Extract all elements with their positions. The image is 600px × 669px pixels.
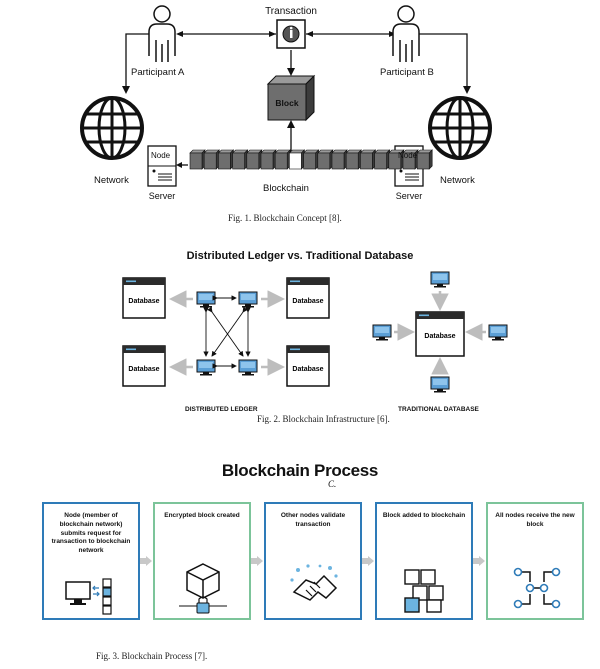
step-text: Other nodes validate transaction bbox=[280, 512, 346, 528]
chain-block bbox=[402, 149, 419, 170]
chain-block bbox=[217, 149, 235, 170]
step-text: Node (member of blockchain network) subm… bbox=[51, 512, 131, 555]
section-marker: C. bbox=[328, 479, 337, 489]
database-label: Database bbox=[292, 366, 323, 373]
chain-block bbox=[416, 149, 433, 170]
chain-block bbox=[274, 149, 291, 170]
step-arrow-icon bbox=[251, 556, 263, 566]
process-step-3: Other nodes validate transaction bbox=[264, 502, 362, 620]
network-globe-left-icon bbox=[80, 96, 144, 160]
fig3-title: Blockchain Process bbox=[221, 461, 379, 480]
chain-block bbox=[260, 149, 277, 170]
step-arrow-icon bbox=[362, 556, 374, 566]
blockchain-row bbox=[189, 149, 433, 170]
stacked-cubes-icon bbox=[404, 569, 444, 613]
computer-icon bbox=[238, 359, 258, 376]
step-text: All nodes receive the new block bbox=[495, 512, 575, 528]
process-step-5: All nodes receive the new block bbox=[486, 502, 584, 620]
transaction-icon bbox=[276, 19, 306, 49]
chain-block bbox=[288, 149, 306, 170]
step-text: Block added to blockchain bbox=[382, 512, 466, 519]
computer-icon bbox=[196, 291, 216, 308]
network-left-label: Network bbox=[94, 175, 129, 186]
block-label: Block bbox=[275, 98, 298, 108]
computer-blocks-icon bbox=[65, 578, 112, 615]
traditional-database-label: TRADITIONAL DATABASE bbox=[398, 406, 479, 413]
fig1-caption: Fig. 1. Blockchain Concept [8]. bbox=[228, 213, 342, 223]
server-left-icon bbox=[147, 145, 177, 187]
process-step-2: Encrypted block created bbox=[153, 502, 251, 620]
block-cube-icon bbox=[266, 74, 316, 122]
network-nodes-icon bbox=[513, 567, 561, 609]
process-step-1: Node (member of blockchain network) subm… bbox=[42, 502, 140, 620]
computer-icon bbox=[488, 324, 508, 341]
process-step-4: Block added to blockchain bbox=[375, 502, 473, 620]
cube-lock-icon bbox=[179, 563, 227, 614]
computer-icon bbox=[238, 291, 258, 308]
chain-block bbox=[246, 149, 263, 170]
handshake-icon bbox=[290, 564, 338, 601]
chain-block bbox=[317, 149, 334, 170]
server-left-label: Server bbox=[149, 191, 176, 201]
database-label: Database bbox=[128, 366, 159, 373]
computer-icon bbox=[430, 376, 450, 393]
chain-block bbox=[373, 149, 391, 170]
database-label: Database bbox=[292, 298, 323, 305]
central-database-box bbox=[415, 311, 465, 357]
fig3-caption: Fig. 3. Blockchain Process [7]. bbox=[96, 651, 208, 661]
step-text: Encrypted block created bbox=[164, 512, 240, 519]
chain-block bbox=[231, 149, 249, 170]
fig2-caption: Fig. 2. Blockchain Infrastructure [6]. bbox=[257, 414, 390, 424]
server-right-label: Server bbox=[396, 191, 423, 201]
computer-icon bbox=[430, 271, 450, 288]
participant-b-label: Participant B bbox=[380, 67, 434, 78]
database-label: Database bbox=[128, 298, 159, 305]
participant-b-icon bbox=[392, 5, 420, 62]
participant-a-icon bbox=[148, 5, 176, 62]
step-arrow-icon bbox=[140, 556, 152, 566]
step-arrow-icon bbox=[473, 556, 485, 566]
transaction-label: Transaction bbox=[265, 6, 317, 17]
computer-icon bbox=[372, 324, 392, 341]
chain-block bbox=[359, 149, 377, 170]
node-left-label: Node bbox=[151, 151, 171, 160]
blockchain-concept-figure: Transaction Participant A Participant B … bbox=[80, 5, 492, 201]
blockchain-label: Blockchain bbox=[263, 183, 309, 194]
distributed-ledger-label: DISTRIBUTED LEDGER bbox=[185, 406, 258, 413]
chain-block bbox=[189, 149, 206, 170]
computer-icon bbox=[196, 359, 216, 376]
chain-block bbox=[302, 149, 320, 170]
database-label: Database bbox=[424, 333, 455, 340]
ledger-vs-database-diagram: Database Database Database Database Data… bbox=[122, 271, 508, 393]
fig2-title: Distributed Ledger vs. Traditional Datab… bbox=[186, 250, 414, 262]
chain-block bbox=[345, 149, 362, 170]
network-globe-right-icon bbox=[428, 96, 492, 160]
chain-block bbox=[331, 149, 348, 170]
participant-a-label: Participant A bbox=[131, 67, 185, 78]
network-right-label: Network bbox=[440, 175, 475, 186]
chain-block bbox=[203, 149, 220, 170]
node-right-label: Node bbox=[398, 151, 418, 160]
